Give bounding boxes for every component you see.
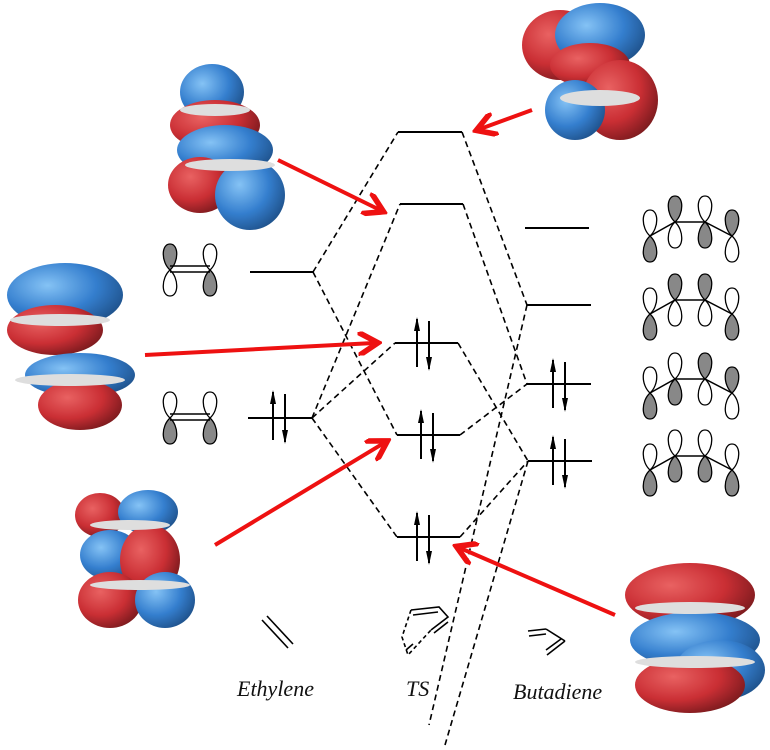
mo-render-ts-homo-minus2	[625, 563, 765, 713]
ts-structure-icon	[401, 606, 450, 657]
mo-render-ts-lumo	[168, 64, 285, 230]
butadiene-structure-icon	[527, 628, 566, 656]
ethylene-pi-star-orbital-icon	[162, 243, 218, 297]
mo-render-ts-homo	[7, 263, 135, 430]
ethylene-pi-orbital-icon	[162, 391, 218, 445]
butadiene-psi1-icon	[642, 429, 740, 497]
ethylene-structure-icon	[261, 615, 294, 649]
butadiene-psi4-icon	[642, 195, 740, 263]
butadiene-psi3-icon	[642, 273, 740, 341]
butadiene-label: Butadiene	[513, 679, 603, 704]
butadiene-psi2-icon	[642, 352, 740, 420]
ts-label: TS	[406, 676, 430, 701]
ethylene-label: Ethylene	[237, 676, 314, 701]
correlation-lines	[311, 131, 529, 746]
ts-levels	[395, 131, 463, 566]
ethylene-levels	[248, 271, 313, 445]
mo-render-ts-homo-minus1	[75, 490, 195, 628]
mo-render-ts-lumo-plus1	[522, 3, 658, 140]
mo-arrows	[144, 108, 616, 617]
butadiene-levels	[525, 227, 592, 490]
